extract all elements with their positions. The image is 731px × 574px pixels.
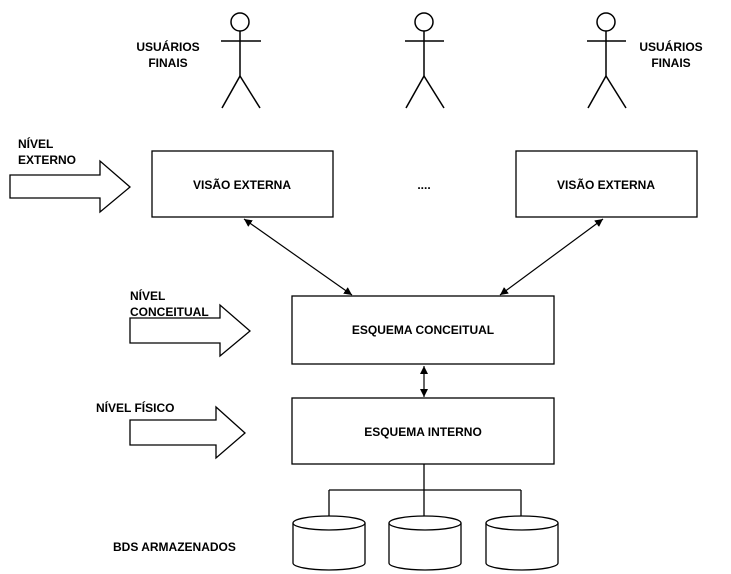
users-label-right-line2: FINAIS: [651, 56, 690, 70]
conceptual-level-block-arrow: [129, 303, 252, 358]
level-external-label-line2: EXTERNO: [18, 153, 76, 167]
external-view-box-left: [151, 150, 334, 218]
conceptual-schema-label: ESQUEMA CONCEITUAL: [352, 323, 494, 337]
user-figure-left: [221, 12, 261, 109]
external-left-to-conceptual-arrow: [243, 218, 353, 296]
database-cylinder-3: [485, 515, 559, 571]
users-label-left-line1: USUÁRIOS: [136, 39, 199, 54]
stored-databases-label: BDS ARMAZENADOS: [113, 540, 236, 554]
level-conceptual-label-line2: CONCEITUAL: [130, 305, 209, 319]
database-cylinder-1: [292, 515, 366, 571]
database-cylinder-2: [388, 515, 462, 571]
physical-level-block-arrow: [129, 405, 246, 460]
external-view-left-label: VISÃO EXTERNA: [193, 177, 291, 192]
level-conceptual-label-line1: NÍVEL: [130, 288, 165, 303]
user-figure-middle: [405, 12, 445, 109]
internal-schema-box: [291, 397, 555, 465]
conceptual-schema-box: [291, 295, 555, 365]
external-views-ellipsis: ....: [417, 178, 430, 192]
users-label-right-line1: USUÁRIOS: [639, 39, 702, 54]
level-physical-label: NÍVEL FÍSICO: [96, 400, 174, 415]
level-external-label-line1: NÍVEL: [18, 136, 53, 151]
internal-schema-label: ESQUEMA INTERNO: [364, 425, 482, 439]
external-level-block-arrow: [9, 159, 132, 214]
users-label-left-line2: FINAIS: [148, 56, 187, 70]
user-figure-right: [587, 12, 627, 109]
external-right-to-conceptual-arrow: [499, 218, 604, 296]
storage-connector-lines: [328, 464, 522, 517]
external-view-box-right: [515, 150, 698, 218]
external-view-right-label: VISÃO EXTERNA: [557, 177, 655, 192]
